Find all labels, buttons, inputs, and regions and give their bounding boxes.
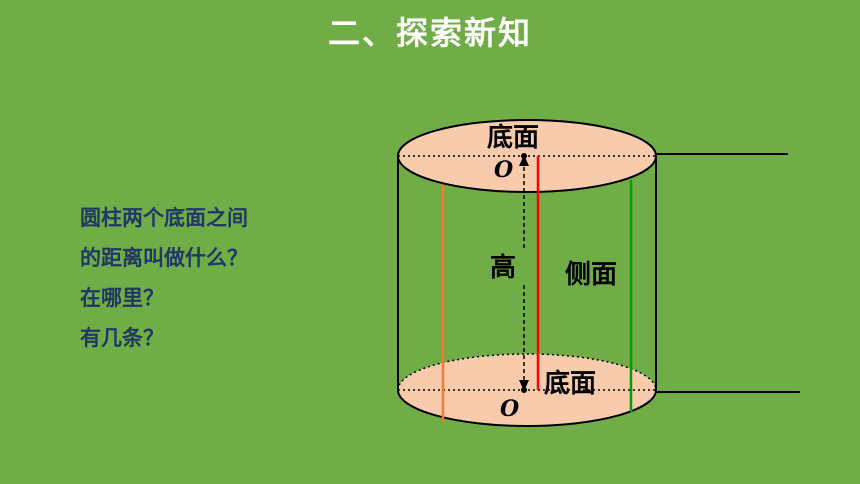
bottom-base-label: 底面 (544, 368, 596, 399)
bottom-front-edge (397, 389, 657, 427)
bottom-back-edge (397, 353, 657, 391)
question-line: 有几条？ (80, 326, 164, 350)
side-label: 侧面 (565, 260, 617, 290)
question-text: 圆柱两个底面之间 的距离叫做什么？ 在哪里？ 有几条？ (80, 198, 248, 358)
page-title: 二、探索新知 (327, 14, 532, 52)
center-bottom-label: O (500, 396, 519, 422)
question-line: 的距离叫做什么？ (80, 246, 248, 270)
arrow-head-up (519, 155, 529, 166)
question-line: 在哪里？ (80, 286, 164, 310)
question-line: 圆柱两个底面之间 (80, 206, 248, 230)
center-point-bottom (521, 387, 527, 393)
arrow-head-down (519, 380, 529, 391)
top-base-label: 底面 (487, 122, 539, 153)
center-top-label: O (494, 157, 513, 183)
center-point-top (521, 153, 527, 159)
height-label: 高 (490, 252, 516, 283)
